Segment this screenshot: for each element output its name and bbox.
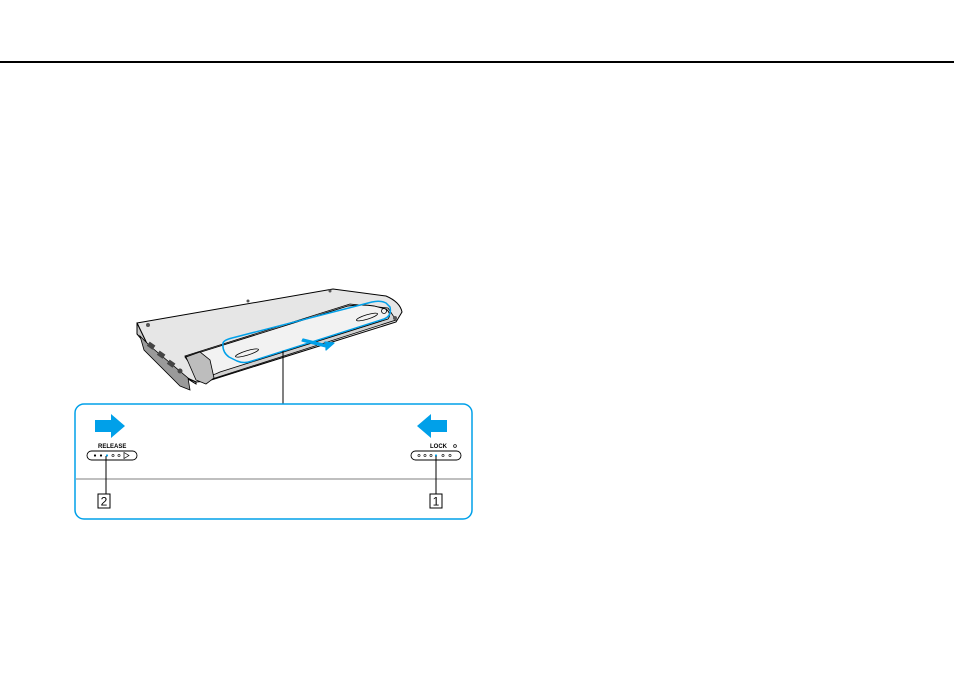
detail-panel: RELEASE LOCK — [75, 404, 472, 519]
callout-number-1: 1 — [433, 495, 440, 509]
laptop-illustration — [137, 289, 402, 390]
callout-box-1: 1 — [430, 494, 442, 509]
release-dot-5 — [118, 454, 120, 456]
release-dot-2 — [100, 454, 102, 456]
lock-dot-1 — [418, 454, 420, 456]
release-dot-1 — [94, 454, 96, 456]
release-latch[interactable] — [87, 451, 137, 460]
callout-number-2: 2 — [101, 495, 108, 509]
callout-box-2: 2 — [98, 494, 110, 509]
release-label: RELEASE — [98, 444, 126, 450]
lock-dot-2 — [424, 454, 426, 456]
port-4 — [178, 369, 183, 374]
lock-dot-5 — [442, 454, 444, 456]
detail-panel-frame — [75, 404, 472, 519]
screw-3 — [329, 290, 332, 293]
screw-4 — [393, 316, 397, 320]
screw-2 — [247, 300, 250, 303]
lock-dot-6 — [449, 454, 451, 456]
release-dot-4 — [112, 454, 114, 456]
lock-label: LOCK — [430, 444, 448, 450]
lock-dot-3 — [430, 454, 432, 456]
screw-1 — [146, 323, 150, 327]
